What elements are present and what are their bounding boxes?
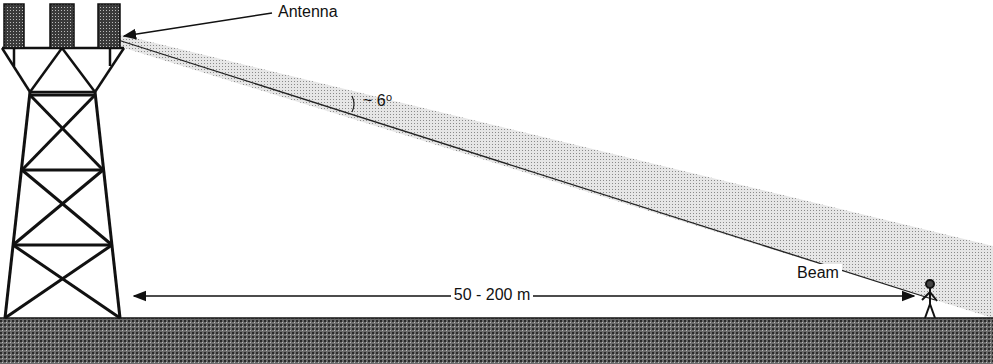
ground-line xyxy=(0,317,993,319)
angle-arc xyxy=(352,96,354,112)
part-label: Antenna xyxy=(275,3,341,21)
part-label: 50 - 200 m xyxy=(451,286,533,304)
part-label: ~ 6⁰ xyxy=(360,92,395,110)
beam-axis xyxy=(118,40,935,300)
ground xyxy=(0,318,993,364)
leader-line xyxy=(124,13,272,36)
tower-frame xyxy=(5,92,120,318)
person-figure xyxy=(922,280,937,318)
antenna-platform xyxy=(2,48,124,92)
antenna-panels xyxy=(4,4,120,48)
beam-wedge xyxy=(118,34,993,318)
part-label: Beam xyxy=(794,264,842,282)
